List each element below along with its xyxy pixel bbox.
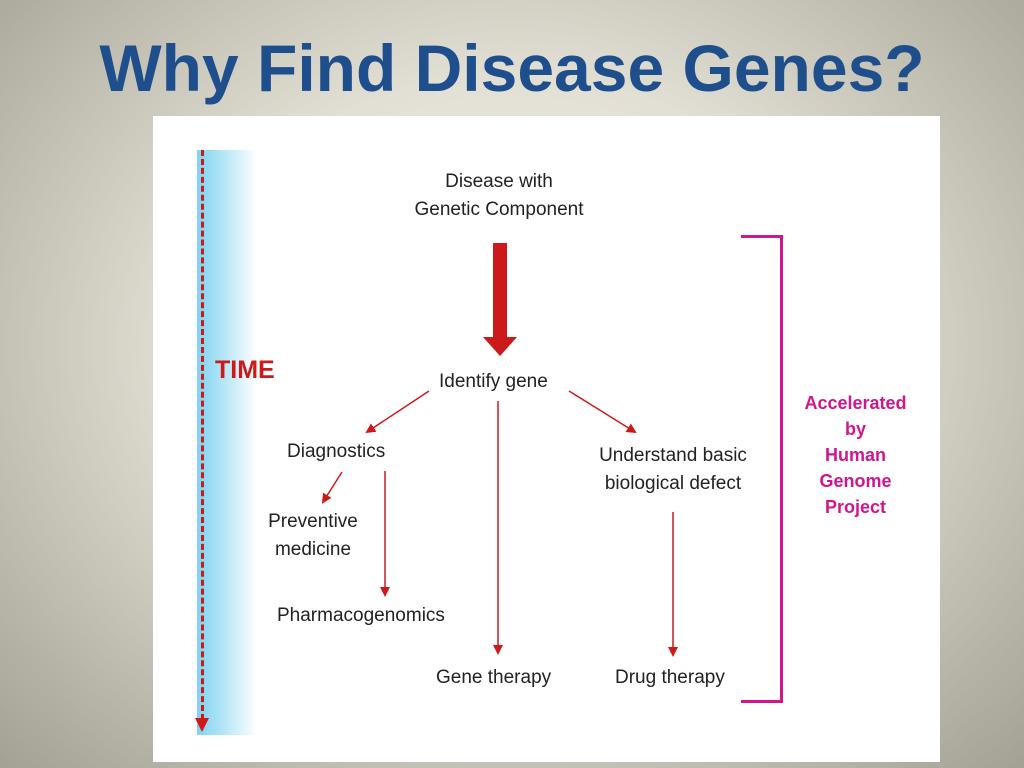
accelerated-bracket (741, 235, 783, 703)
accelerated-label: Accelerated by Human Genome Project (804, 393, 907, 517)
time-dashed-line (201, 150, 204, 720)
pharmacogenomics-node: Pharmacogenomics (277, 605, 445, 626)
disease-line-1: Disease with (445, 171, 553, 192)
arrow-to-understand (568, 390, 637, 434)
time-gradient-bar (197, 150, 257, 735)
understand-line-2: biological defect (604, 473, 742, 494)
arrow-to-preventive (321, 471, 343, 504)
preventive-medicine-node: Preventive medicine (258, 508, 368, 564)
big-arrow-disease-to-gene (483, 243, 517, 356)
disease-node: Disease with Genetic Component (379, 168, 619, 224)
gene-therapy-node: Gene therapy (436, 667, 552, 688)
diagram-panel: TIME Disease with Genetic Component Iden… (153, 116, 940, 762)
diagnostics-node: Diagnostics (287, 441, 386, 462)
time-arrowhead (195, 718, 209, 732)
time-label: TIME (215, 356, 275, 384)
preventive-line-2: medicine (274, 539, 352, 560)
arrow-to-diagnostics (365, 390, 430, 434)
preventive-line-1: Preventive (268, 511, 358, 532)
disease-line-2: Genetic Component (414, 199, 584, 220)
understand-line-1: Understand basic (599, 445, 747, 466)
identify-gene-node: Identify gene (439, 371, 548, 392)
slide-title: Why Find Disease Genes? (99, 31, 925, 105)
understand-defect-node: Understand basic biological defect (580, 442, 766, 498)
arrows-layer (321, 243, 678, 657)
drug-therapy-node: Drug therapy (615, 667, 725, 688)
